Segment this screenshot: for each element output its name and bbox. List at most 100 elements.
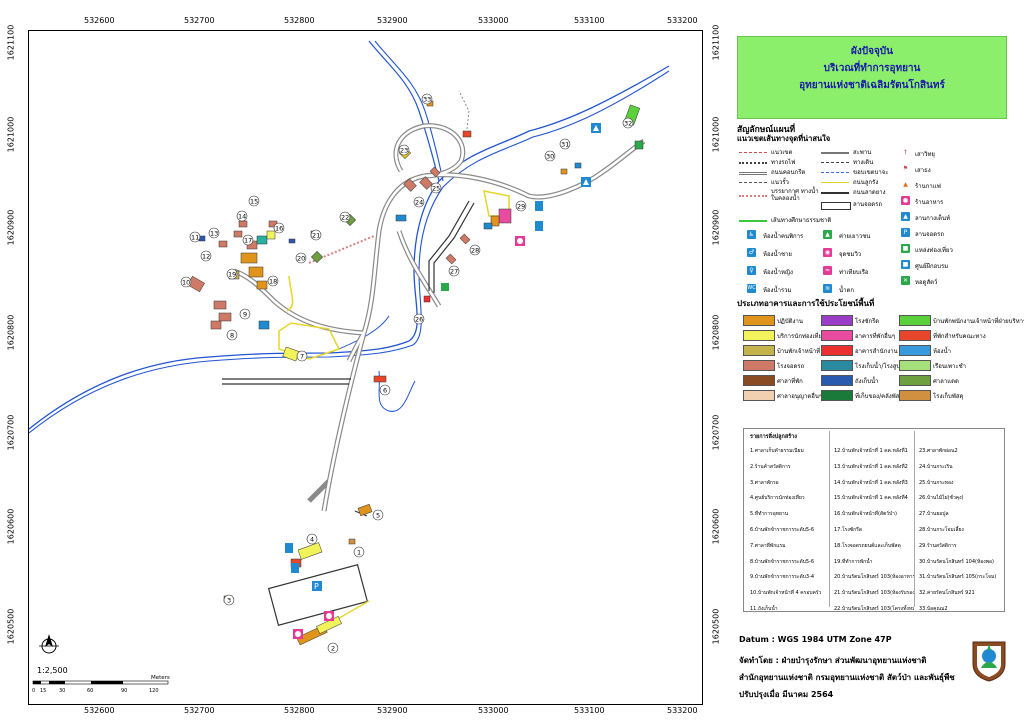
map-label-27: 27	[450, 268, 458, 276]
title-line-1: ผังปัจจุบัน	[851, 46, 893, 57]
landuse-label: ถังเก็บน้ำ	[855, 378, 879, 385]
agency-text: สำนักอุทยานแห่งชาติ กรมอุทยานแห่งชาติ สั…	[739, 673, 955, 682]
grid-label-bottom-x: 533200	[667, 706, 698, 715]
dirt-road-north	[286, 275, 294, 312]
river-side-loop	[378, 370, 416, 412]
waterfall-icon: ≋	[823, 284, 832, 293]
building-item: 21.บ้านรัตนโกสินทร์ 103(ห้องรับรอง)	[834, 590, 914, 597]
parking-icon	[312, 581, 322, 591]
legend-facility-label: จุดชมวิว	[839, 251, 862, 258]
poi-icons	[285, 123, 601, 639]
landuse-label: บริการนักท่องเที่ยว	[777, 333, 826, 340]
building-item: 13.บ้านพักเจ้าหน้าที่ 1 คค.หลังที่2	[834, 463, 908, 470]
scale-tick: 90	[121, 688, 127, 694]
landuse-label: โรงจอดรถ	[777, 363, 805, 370]
map-label-9: 9	[243, 311, 247, 319]
scale-bar	[32, 680, 169, 685]
building-item: 22.บ้านรัตนโกสินทร์ 103(โครงทั้งหมด)	[834, 605, 914, 612]
legend-panel: ผังปัจจุบัน บริเวณที่ทำการอุทยาน อุทยานแ…	[733, 30, 1024, 703]
landuse-label: ห้องน้ำ	[933, 348, 951, 355]
map-label-10: 10	[182, 279, 190, 287]
legend-line-label: สะพาน	[853, 149, 872, 156]
flag-icon: ⚑	[902, 165, 909, 172]
legend-line-label: แนวรั้ว	[771, 179, 789, 186]
map-label-20: 20	[297, 255, 305, 263]
building-list: รายการสิ่งปลูกสร้าง 1.ศาลาเก็บคำธรรมเนีย…	[743, 428, 1005, 612]
building-item: 20.บ้านรัตนโกสินทร์ 103(ห้องอาหาร)	[834, 574, 914, 581]
building-item: 29.ร้านสวัสดิการ	[919, 542, 957, 549]
building-item: 19.ที่ทำการพักน้ำ	[834, 558, 873, 565]
building-item: 11.ถังเก็บน้ำ	[750, 605, 778, 612]
landuse-label: บ้านพักพนักงานเจ้าหน้าที่ฝ่ายบริหาร	[933, 318, 1024, 325]
scale-tick: 0	[32, 688, 35, 694]
landuse-label: อาคารสำนักงาน	[855, 348, 898, 355]
map-label-30: 30	[546, 153, 554, 161]
legend-line-label: ทางเดิน	[853, 159, 874, 166]
youth-camp-icon: ▲	[823, 230, 832, 239]
grid-label-right-y: 1620700	[711, 414, 721, 451]
grid-label-right-y: 1620600	[711, 508, 721, 545]
building-item: 7.ศาลาที่พักแรม	[750, 542, 786, 549]
legend-line-label: ถนนคอนกรีต	[771, 169, 806, 176]
river-north	[368, 40, 440, 182]
map-label-21: 21	[312, 232, 320, 240]
legend-line-label: ถนนลูกรัง	[853, 179, 879, 186]
viewpoint-icon: ◉	[823, 248, 832, 257]
building-item: 8.บ้านพักข้าราชการระดับ5-6	[750, 558, 815, 565]
map-canvas[interactable]: P	[28, 30, 703, 705]
grid-label-right-y: 1621000	[711, 116, 721, 153]
scale-tick: 60	[87, 688, 93, 694]
building-item: 25.บ้านกระทอง	[919, 479, 954, 486]
map-label-28: 28	[471, 247, 479, 255]
map-label-22: 22	[341, 214, 349, 222]
grid-label-left-y: 1620700	[6, 414, 16, 451]
campsite-icon: ▲	[901, 212, 910, 221]
updated-text: ปรับปรุงเมื่อ มีนาคม 2564	[739, 690, 834, 699]
grid-label-bottom-x: 532700	[184, 706, 215, 715]
map-label-19: 19	[228, 271, 236, 279]
map-label-11: 11	[191, 234, 199, 242]
scale-unit: Meters	[151, 675, 170, 681]
map-label-29: 29	[517, 203, 525, 211]
landuse-label: อาคารที่พักอื่นๆ	[855, 333, 896, 340]
building-item: 33.บ้อคุณม2	[919, 605, 948, 612]
legend-facility-label: ห้องน้ำหญิง	[763, 269, 793, 276]
restaurant-icon: ●	[901, 196, 910, 205]
river-main-bank	[29, 70, 670, 434]
building-item: 12.บ้านพักเจ้าหน้าที่ 1 คค.หลังที่1	[834, 448, 908, 454]
attraction-icon: ■	[901, 244, 910, 253]
building-item: 23.ศาลาพักผ่อน2	[919, 448, 958, 454]
map-label-16: 16	[275, 225, 283, 233]
scale-ratio: 1:2,500	[37, 666, 68, 675]
grid-label-top-x: 532600	[84, 16, 115, 25]
legend-point-label: ศูนย์ฝึกอบรม	[915, 263, 949, 270]
landuse-label: ปฏิบัติงาน	[777, 318, 803, 325]
grid-label-right-y: 1621100	[711, 24, 721, 61]
river-main	[29, 65, 670, 430]
building-item: 17.โรงซักรีด	[834, 526, 863, 533]
dirt-road-loop	[278, 322, 341, 360]
building-item: 9.บ้านพักข้าราชการระดับ3-4	[750, 574, 815, 581]
parking-icon: P	[901, 228, 910, 237]
map-number-labels: 1 2 3 4 5 6 7 8 9 10 11 12 13 14 15 16 1…	[180, 93, 634, 654]
map-svg: P	[29, 40, 670, 694]
legend-line-label: ทางรถไฟ	[771, 159, 796, 166]
building-item: 24.บ้านกระเริน	[919, 463, 953, 470]
producer-text: จัดทำโดย : ฝ่ายบำรุงรักษา ส่วนพัฒนาอุทยา…	[739, 656, 927, 665]
grid-label-top-x: 532800	[284, 16, 315, 25]
map-label-1: 1	[357, 549, 361, 557]
scale-tick: 30	[59, 688, 65, 694]
map-label-3: 3	[227, 597, 231, 605]
building-item: 6.บ้านพักข้าราชการระดับ5-6	[750, 526, 815, 533]
map-label-15: 15	[250, 198, 258, 206]
legend-facility-label: น้ำตก	[839, 287, 854, 294]
legend-line-label: เส้นทางศึกษาธรรมชาติ	[771, 217, 832, 224]
map-label-4: 4	[310, 536, 314, 544]
building-item: 32.ค่ายรัตนโกสินทร์ 921	[919, 590, 975, 597]
building-list-col-2: 12.บ้านพักเจ้าหน้าที่ 1 คค.หลังที่1 13.บ…	[834, 447, 914, 621]
grid-label-right-y: 1620500	[711, 608, 721, 645]
road-network-inner	[233, 124, 645, 512]
grid-label-bottom-x: 532800	[284, 706, 315, 715]
legend-route-heading: แนวเขตเส้นทางจุดที่น่าสนใจ	[737, 134, 831, 143]
accessible-toilet-icon: ♿	[747, 230, 756, 239]
